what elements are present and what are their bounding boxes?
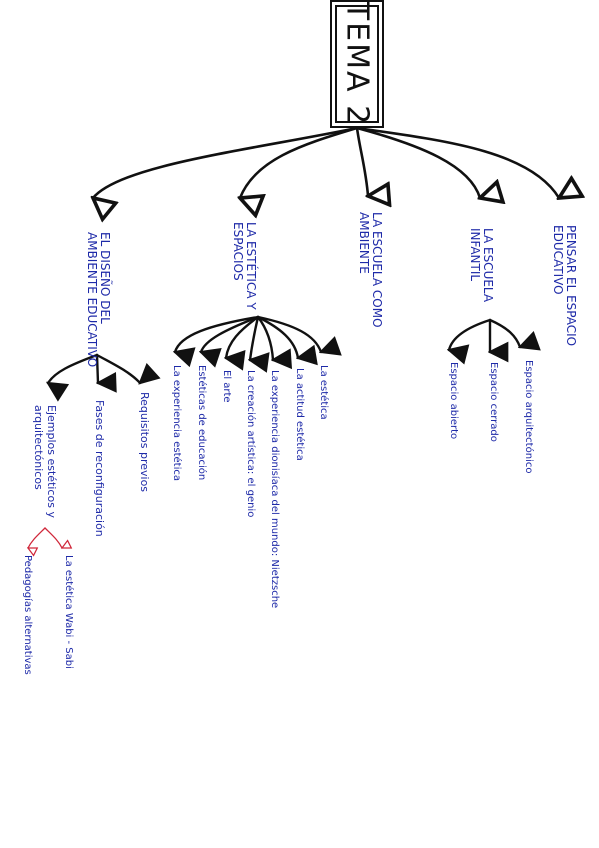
item-fases: Fases de reconfiguración — [93, 400, 106, 537]
item-actitud-estetica: La actitud estética — [294, 368, 305, 461]
connector-infantil-3 — [488, 318, 520, 347]
connector-diseno-1 — [48, 353, 99, 383]
connector-ejemplos-2 — [44, 527, 62, 549]
connector-branch-5 — [355, 126, 559, 198]
item-espacio-abierto: Espacio abierto — [448, 362, 459, 440]
item-el-arte: El arte — [221, 370, 232, 403]
item-espacio-arquitectonico: Espacio arquitectónico — [523, 360, 534, 474]
connector-ejemplos-1 — [28, 527, 46, 548]
item-pedagogias: Pedagogías alternativas — [22, 555, 33, 675]
connector-branch-4 — [355, 126, 480, 198]
connector-estetica-4 — [250, 315, 258, 360]
connector-diseno-3 — [95, 353, 140, 383]
page-title: TEMA 2 — [339, 1, 375, 127]
connector-diseno-2 — [97, 353, 98, 383]
title-box — [330, 0, 384, 128]
connector-branch-3 — [355, 126, 368, 196]
connector-estetica-3 — [226, 315, 260, 358]
connector-branch-1 — [93, 126, 359, 198]
connector-branch-2 — [240, 126, 359, 198]
connector-estetica-7 — [256, 315, 321, 352]
item-requisitos: Requisitos previos — [138, 392, 151, 493]
item-esteticas-educacion: Estéticas de educación — [196, 365, 207, 481]
connector-estetica-5 — [256, 315, 273, 360]
item-wabi-sabi: La estética Wabi - Sabi — [63, 555, 74, 669]
item-experiencia-estetica: La experiencia estética — [171, 365, 182, 481]
item-experiencia-dionisiaca: La experiencia dionisíaca del mundo: Nie… — [269, 370, 280, 609]
connector-estetica-6 — [256, 315, 298, 358]
connector-estetica-1 — [175, 315, 260, 352]
connector-estetica-2 — [201, 315, 260, 352]
item-espacio-cerrado: Espacio cerrado — [488, 362, 499, 442]
item-la-estetica: La estética — [318, 365, 329, 420]
item-creacion-artistica: La creación artística: el genio — [245, 370, 256, 518]
connector-infantil-1 — [449, 318, 492, 350]
